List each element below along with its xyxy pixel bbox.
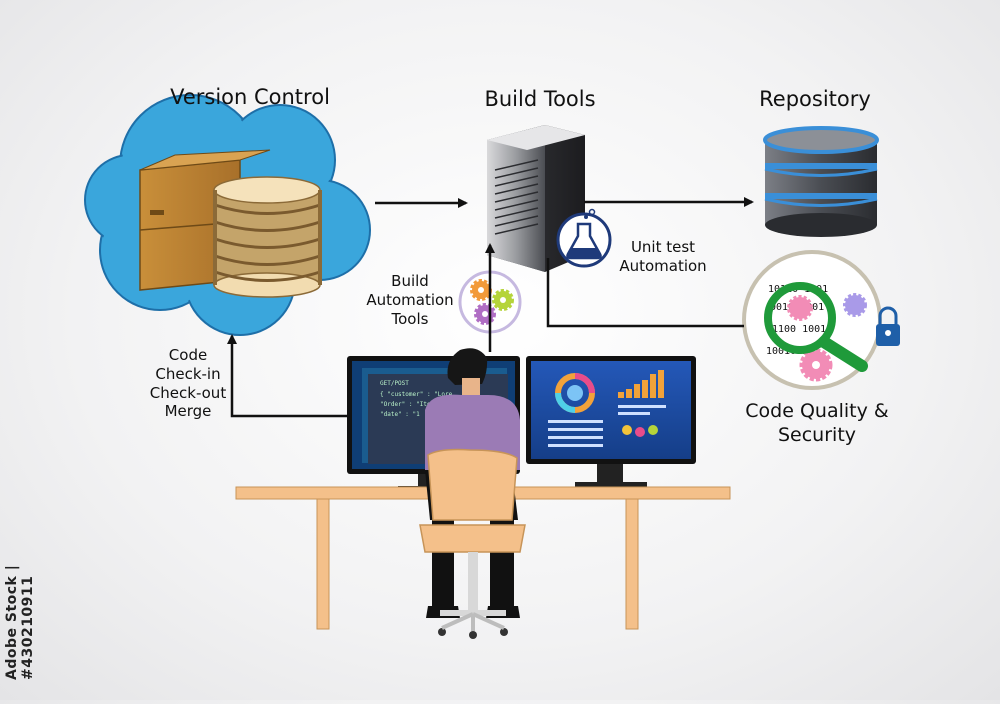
line-build-to-quality: [546, 258, 744, 328]
build-automation-line2: Automation: [366, 290, 454, 309]
stock-watermark: Adobe Stock | #430210911: [4, 564, 36, 680]
unit-test-label: Unit test Automation: [608, 238, 718, 276]
developer-workstation: GET/POST { "customer" : "Lore "Order" : …: [235, 348, 731, 639]
version-control-label: Version Control: [170, 85, 330, 109]
code-quality-icon: 10110 1001 0010 1001 1100 1001 10010110: [742, 250, 900, 390]
repository-database-icon: [763, 126, 879, 237]
flask-icon: [556, 208, 612, 268]
code-actions-line1: Code: [168, 346, 208, 364]
code-quality-line1: Code Quality &: [745, 400, 889, 422]
code-header: GET/POST: [380, 380, 409, 387]
unit-test-line2: Automation: [619, 256, 707, 275]
repository-label: Repository: [759, 87, 871, 111]
code-line: "Order" : "Iten: [380, 401, 435, 408]
unit-test-line1: Unit test: [630, 238, 696, 256]
arrow-dev-to-vc: [227, 334, 360, 418]
database-icon: [213, 176, 322, 298]
flow-arrows: [227, 197, 754, 418]
binary-line: 1100 1001: [772, 324, 826, 335]
code-line: "date" : "1: [380, 411, 420, 418]
code-actions-line3: Check-out: [149, 383, 227, 402]
code-actions-label: Code Check-in Check-out Merge: [138, 346, 238, 421]
build-automation-line1: Build: [391, 272, 429, 290]
code-line: { "customer" : "Lore: [380, 391, 453, 398]
build-automation-line3: Tools: [391, 309, 429, 328]
build-tools-label: Build Tools: [484, 87, 596, 111]
build-automation-label: Build Automation Tools: [355, 272, 465, 328]
code-quality-line2: Security: [777, 423, 857, 446]
code-actions-line4: Merge: [164, 402, 212, 421]
code-quality-label: Code Quality & Security: [732, 400, 902, 448]
code-actions-line2: Check-in: [155, 364, 221, 383]
